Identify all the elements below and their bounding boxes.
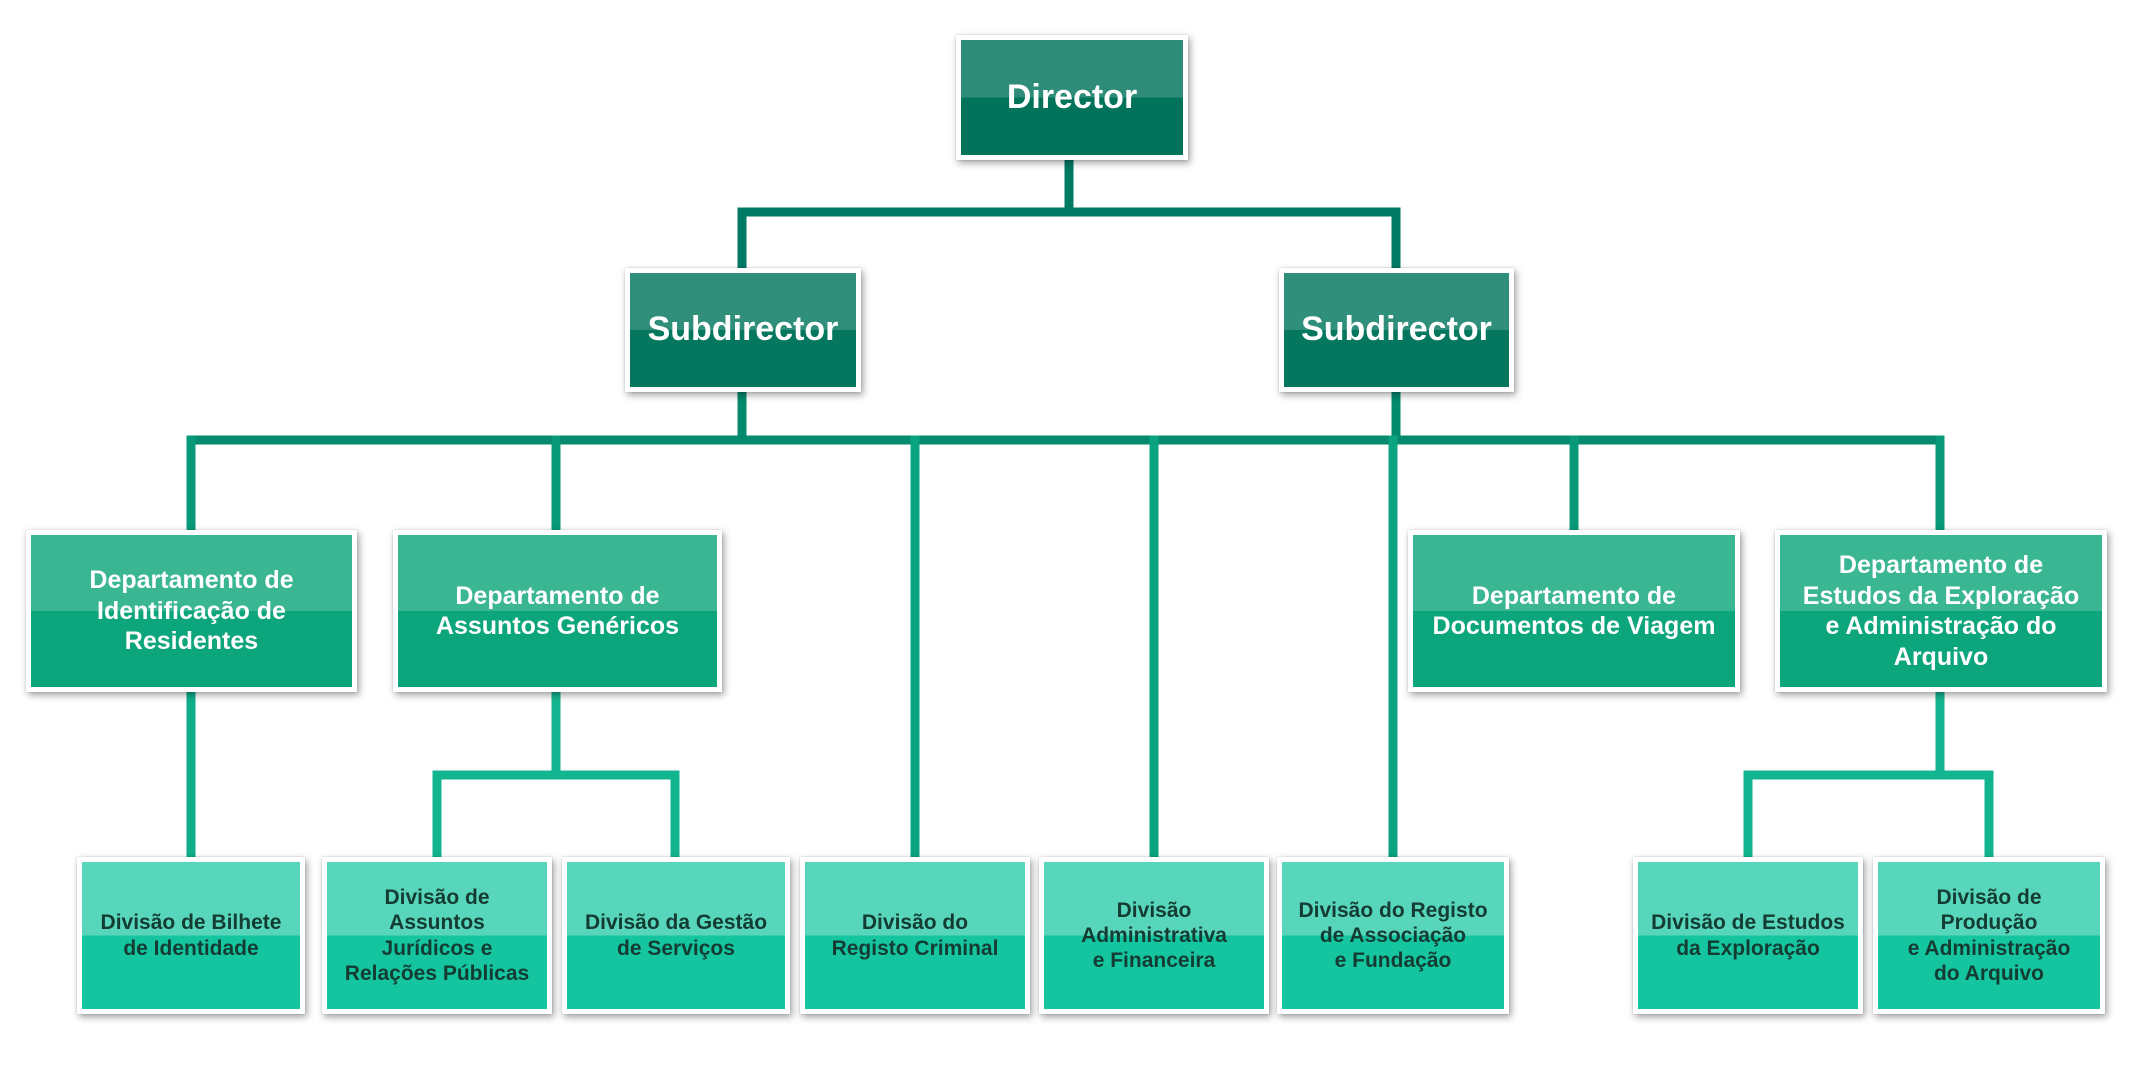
node-dept-estudos-label: Departamento de Estudos da Exploração e … (1802, 551, 2080, 671)
node-div-gestao: Divisão da Gestão de Serviços (562, 857, 790, 1014)
node-div-juridicos: Divisão de Assuntos Jurídicos e Relações… (322, 857, 552, 1014)
node-subdirector-right-label: Subdirector (1301, 310, 1492, 349)
node-dept-assuntos: Departamento de Assuntos Genéricos (393, 530, 722, 692)
connector-dept-assuntos-divisoes (432, 687, 680, 862)
connector-subdirectors-bus (186, 387, 1945, 445)
node-dept-identificacao: Departamento de Identificação de Residen… (26, 530, 357, 692)
node-div-administrativa: Divisão Administrativa e Financeira (1039, 857, 1269, 1014)
node-dept-assuntos-label: Departamento de Assuntos Genéricos (435, 581, 680, 641)
node-div-administrativa-label: Divisão Administrativa e Financeira (1081, 898, 1227, 973)
node-div-producao: Divisão de Produção e Administração do A… (1873, 857, 2105, 1014)
node-div-producao-label: Divisão de Produção e Administração do A… (1907, 886, 2071, 985)
node-subdirector-left-label: Subdirector (647, 310, 839, 349)
connector-director-subdirectors (737, 155, 1401, 273)
node-div-gestao-label: Divisão da Gestão de Serviços (584, 911, 768, 960)
node-dept-documentos: Departamento de Documentos de Viagem (1408, 530, 1740, 692)
node-subdirector-right: Subdirector (1279, 268, 1514, 392)
node-div-juridicos-label: Divisão de Assuntos Jurídicos e Relações… (344, 886, 530, 985)
connector-bus-departments (186, 435, 1945, 535)
connector-dept-estudos-divisoes (1743, 687, 1994, 862)
node-dept-identificacao-label: Departamento de Identificação de Residen… (89, 566, 294, 656)
node-subdirector-left: Subdirector (625, 268, 861, 392)
node-div-exploracao-label: Divisão de Estudos da Exploração (1651, 911, 1845, 960)
node-director-label: Director (1006, 77, 1138, 116)
node-div-associacao: Divisão do Registo de Associação e Funda… (1277, 857, 1509, 1014)
node-div-criminal: Divisão do Registo Criminal (800, 857, 1030, 1014)
connector-bus-divisions (910, 435, 1398, 862)
node-director: Director (956, 35, 1188, 160)
node-div-associacao-label: Divisão do Registo de Associação e Funda… (1298, 898, 1488, 973)
node-div-bilhete-label: Divisão de Bilhete de Identidade (100, 911, 282, 960)
node-div-exploracao: Divisão de Estudos da Exploração (1633, 857, 1863, 1014)
node-dept-documentos-label: Departamento de Documentos de Viagem (1432, 581, 1716, 641)
node-div-bilhete: Divisão de Bilhete de Identidade (77, 857, 305, 1014)
node-dept-estudos: Departamento de Estudos da Exploração e … (1775, 530, 2107, 692)
node-div-criminal-label: Divisão do Registo Criminal (831, 911, 999, 960)
